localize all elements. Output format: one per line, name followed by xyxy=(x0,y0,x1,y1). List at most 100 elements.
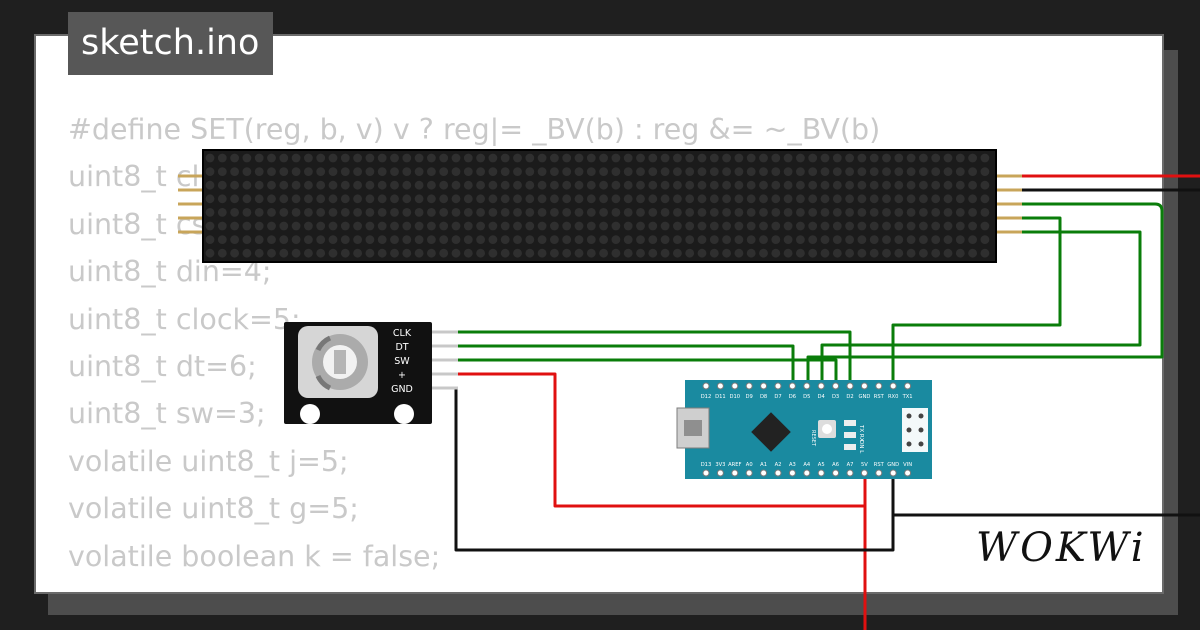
nano-pin-label: VIN xyxy=(903,462,912,468)
nano-pin[interactable] xyxy=(745,469,753,477)
tx-led xyxy=(844,420,856,426)
nano-pin-label: A1 xyxy=(760,462,767,468)
wire-enc-dt xyxy=(456,344,795,381)
matrix-right-pins xyxy=(995,174,1022,234)
code-line: ; xyxy=(68,580,880,592)
nano-pin[interactable] xyxy=(860,382,868,390)
mcu-chip xyxy=(751,412,791,452)
nano-pin[interactable] xyxy=(889,382,897,390)
icsp-header xyxy=(902,408,928,452)
code-line: #define SET(reg, b, v) v ? reg|= _BV(b) … xyxy=(68,113,881,146)
nano-pin[interactable] xyxy=(731,469,739,477)
led-matrix[interactable] xyxy=(202,149,997,263)
nano-pin-label: RX0 xyxy=(888,394,898,400)
nano-pin-label: D10 xyxy=(729,394,740,400)
nano-pin-label: D11 xyxy=(715,394,726,400)
encoder-pin-label: SW xyxy=(394,356,410,367)
matrix-dots xyxy=(205,153,990,258)
nano-pin[interactable] xyxy=(731,382,739,390)
nano-pin-label: D2 xyxy=(846,394,853,400)
code-line: volatile uint8_t j=5; xyxy=(68,444,349,478)
nano-pin-label: D5 xyxy=(803,394,810,400)
nano-pin-label: A7 xyxy=(847,462,854,468)
nano-pin[interactable] xyxy=(832,382,840,390)
wire-enc-sw xyxy=(456,358,838,381)
nano-pin-label: TX1 xyxy=(902,394,913,400)
code-line: uint8_t sw=3; xyxy=(68,397,266,431)
nano-pin[interactable] xyxy=(803,382,811,390)
on-led xyxy=(844,432,856,438)
wokwi-logo: WOKWi xyxy=(976,525,1147,571)
reset-label: RESET xyxy=(810,430,816,447)
nano-pin[interactable] xyxy=(788,382,796,390)
nano-pin[interactable] xyxy=(760,469,768,477)
wire-din xyxy=(806,202,1164,381)
nano-pin-label: A5 xyxy=(818,462,825,468)
l-led xyxy=(844,444,856,450)
nano-pin-label: A6 xyxy=(832,462,839,468)
wires xyxy=(454,174,1200,630)
nano-pin-label: RST xyxy=(874,394,885,400)
nano-pin-label: D6 xyxy=(789,394,796,400)
code-line: uint8_t cs xyxy=(68,207,207,241)
nano-pin[interactable] xyxy=(889,469,897,477)
nano-pin[interactable] xyxy=(904,469,912,477)
nano-pin[interactable] xyxy=(846,469,854,477)
nano-pin[interactable] xyxy=(702,469,710,477)
tx-rx-label: TX RX xyxy=(858,424,864,442)
nano-pin[interactable] xyxy=(774,382,782,390)
nano-pin-label: A3 xyxy=(789,462,796,468)
wire-enc-vcc xyxy=(456,372,865,508)
nano-pin-label: D9 xyxy=(746,394,753,400)
code-line: uint8_t clock=5; xyxy=(68,302,301,336)
nano-pin[interactable] xyxy=(788,469,796,477)
nano-pin[interactable] xyxy=(817,469,825,477)
nano-pin[interactable] xyxy=(832,469,840,477)
on-l-label: ON L xyxy=(858,440,864,454)
encoder-pin-label: + xyxy=(398,370,406,381)
nano-pin-label: 3V3 xyxy=(715,462,725,468)
matrix-left-pins xyxy=(178,174,205,234)
mount-hole xyxy=(394,404,414,424)
nano-pin[interactable] xyxy=(760,382,768,390)
encoder-pin-label: GND xyxy=(391,384,413,395)
nano-pin-label: D13 xyxy=(701,462,712,468)
file-tab[interactable]: sketch.ino xyxy=(68,12,274,75)
code-line: volatile uint8_t g=5; xyxy=(68,492,359,526)
wire-gnd-out xyxy=(891,478,1200,517)
encoder-pin-label: DT xyxy=(395,342,408,353)
nano-pin-label: GND xyxy=(887,462,899,468)
nano-pin[interactable] xyxy=(803,469,811,477)
code-line: volatile boolean k = false; xyxy=(68,539,441,573)
nano-pin[interactable] xyxy=(846,382,854,390)
file-tab-label: sketch.ino xyxy=(81,23,260,63)
code-line: uint8_t dt=6; xyxy=(68,349,257,383)
nano-pin-label: RST xyxy=(874,462,885,468)
nano-pin-label: D4 xyxy=(818,394,826,400)
nano-pin-label: A2 xyxy=(775,462,782,468)
nano-pin[interactable] xyxy=(745,382,753,390)
nano-pin[interactable] xyxy=(875,382,883,390)
nano-pin[interactable] xyxy=(716,469,724,477)
nano-pin[interactable] xyxy=(716,382,724,390)
nano-pin[interactable] xyxy=(702,382,710,390)
nano-pin-label: 5V xyxy=(861,462,868,468)
nano-pin[interactable] xyxy=(774,469,782,477)
nano-pin-label: A4 xyxy=(803,462,811,468)
nano-pin-label: AREF xyxy=(728,462,741,468)
nano-pin-label: D7 xyxy=(774,394,781,400)
nano-pin-label: GND xyxy=(858,394,870,400)
nano-pin[interactable] xyxy=(860,469,868,477)
nano-pin[interactable] xyxy=(875,469,883,477)
nano-pin[interactable] xyxy=(817,382,825,390)
nano-pin-label: D12 xyxy=(701,394,712,400)
mount-hole xyxy=(300,404,320,424)
nano-pin[interactable] xyxy=(904,382,912,390)
code-background: #define SET(reg, b, v) v ? reg|= _BV(b) … xyxy=(68,106,881,592)
